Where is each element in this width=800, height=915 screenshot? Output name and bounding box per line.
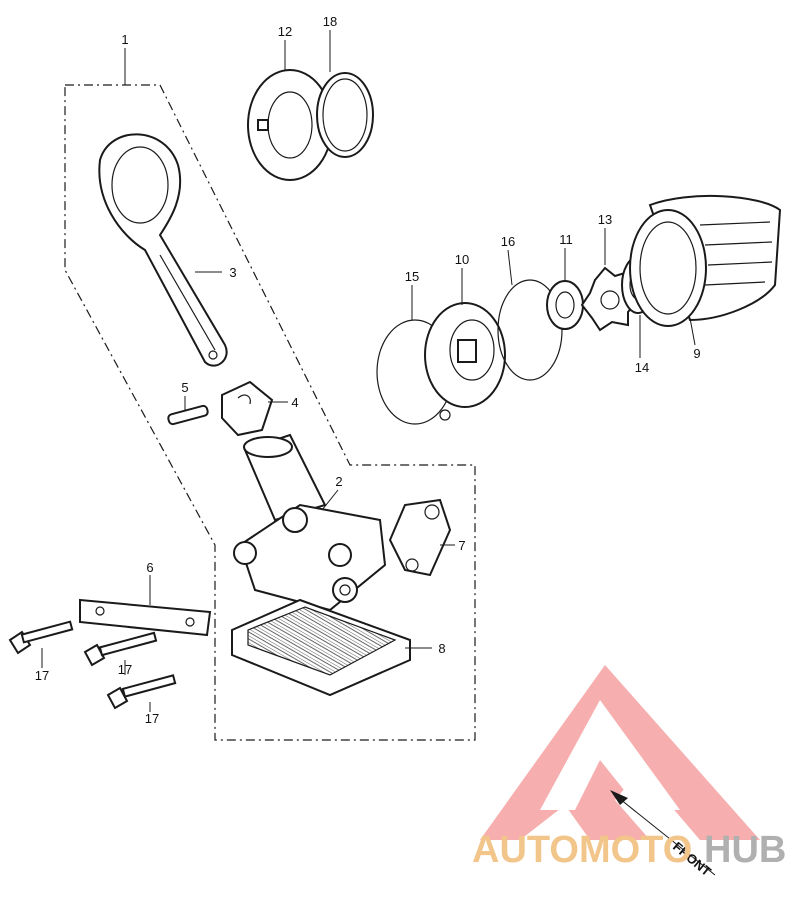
watermark-logo <box>480 665 760 840</box>
callout-1: 1 <box>121 32 128 47</box>
rotor-housing <box>424 302 506 408</box>
bolt-b <box>83 631 158 667</box>
front-arrow <box>610 790 716 876</box>
callout-2: 2 <box>335 474 342 489</box>
callout-15: 15 <box>405 269 419 284</box>
callout-16: 16 <box>501 234 515 249</box>
relief-valve-cap <box>221 380 274 437</box>
callout-3: 3 <box>229 265 236 280</box>
callout-11: 11 <box>559 232 573 247</box>
pin <box>167 404 209 426</box>
assembly-outline <box>64 84 476 741</box>
callout-18: 18 <box>323 14 337 29</box>
pump-cover <box>629 194 782 327</box>
watermark-text-secondary: HUB <box>704 829 786 871</box>
callout-10: 10 <box>455 252 469 267</box>
thrust-washer <box>247 69 333 181</box>
callout-17-c: 17 <box>145 711 159 726</box>
bolt-a <box>8 620 74 655</box>
callout-7: 7 <box>458 538 465 553</box>
callout-17-a: 17 <box>35 668 49 683</box>
oil-strainer-screen <box>231 598 411 697</box>
callout-6: 6 <box>146 560 153 575</box>
callout-13: 13 <box>598 212 612 227</box>
lock-plate <box>79 598 212 637</box>
oil-pump-body <box>233 433 387 612</box>
gasket <box>388 498 452 577</box>
callout-5: 5 <box>181 380 188 395</box>
bolt-c <box>106 674 177 710</box>
circlip <box>316 72 374 158</box>
callout-12: 12 <box>278 24 292 39</box>
watermark-text-primary: AUTOMOTO <box>472 829 692 871</box>
callout-4: 4 <box>291 395 298 410</box>
callout-14: 14 <box>635 360 649 375</box>
o-ring <box>497 279 563 381</box>
callout-8: 8 <box>438 641 445 656</box>
callout-17-b: 17 <box>118 662 132 677</box>
callout-9: 9 <box>693 346 700 361</box>
outer-rotor <box>546 280 584 330</box>
strainer-holder-plate <box>98 133 228 367</box>
